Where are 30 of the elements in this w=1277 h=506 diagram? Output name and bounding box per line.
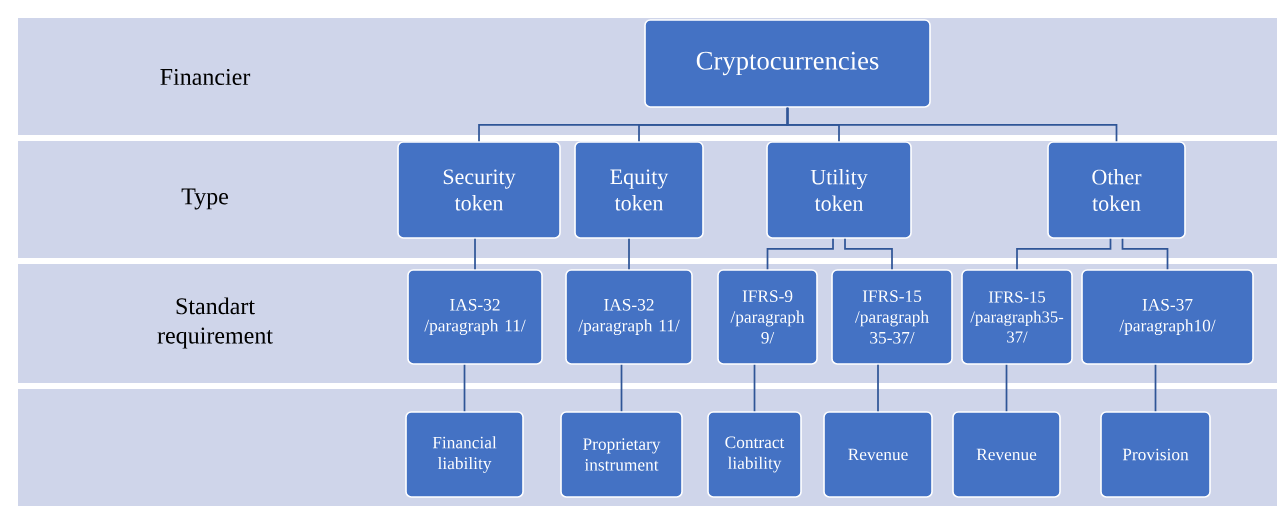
process-box: Financial liability [405, 411, 524, 498]
process-box: Revenue [952, 411, 1061, 498]
process-box: Provision [1100, 411, 1211, 498]
process-box: Cryptocurrencies [644, 19, 931, 108]
connector-line [620, 363, 623, 413]
connector-line [753, 363, 756, 413]
connector-line [474, 237, 476, 271]
connector-line [766, 237, 834, 271]
process-box: IFRS-9 /paragraph 9/ [717, 269, 818, 365]
process-box: Revenue [823, 411, 933, 498]
connector-line [628, 237, 630, 271]
connector-line [463, 363, 466, 413]
process-box: IAS-37 /paragraph10/ [1081, 269, 1254, 365]
process-box: IAS-32 /paragraph 11/ [407, 269, 543, 365]
process-box: Other token [1047, 141, 1186, 239]
process-box: Contract liability [707, 411, 802, 498]
process-box: IFRS-15 /paragraph35-37/ [961, 269, 1073, 365]
process-box: IAS-32 /paragraph 11/ [565, 269, 693, 365]
connector-line [1121, 237, 1169, 271]
process-box: Proprietary instrument [560, 411, 683, 498]
process-box: IFRS-15 /paragraph 35-37/ [831, 269, 953, 365]
connector-line [786, 106, 1118, 143]
process-box: Equity token [574, 141, 704, 239]
connector-line [1154, 363, 1157, 413]
connector-line [1005, 363, 1008, 413]
process-box: Security token [397, 141, 561, 239]
connector-line [844, 237, 893, 271]
connector-line [1016, 237, 1112, 271]
process-box: Utility token [766, 141, 912, 239]
connector-line [877, 363, 879, 413]
